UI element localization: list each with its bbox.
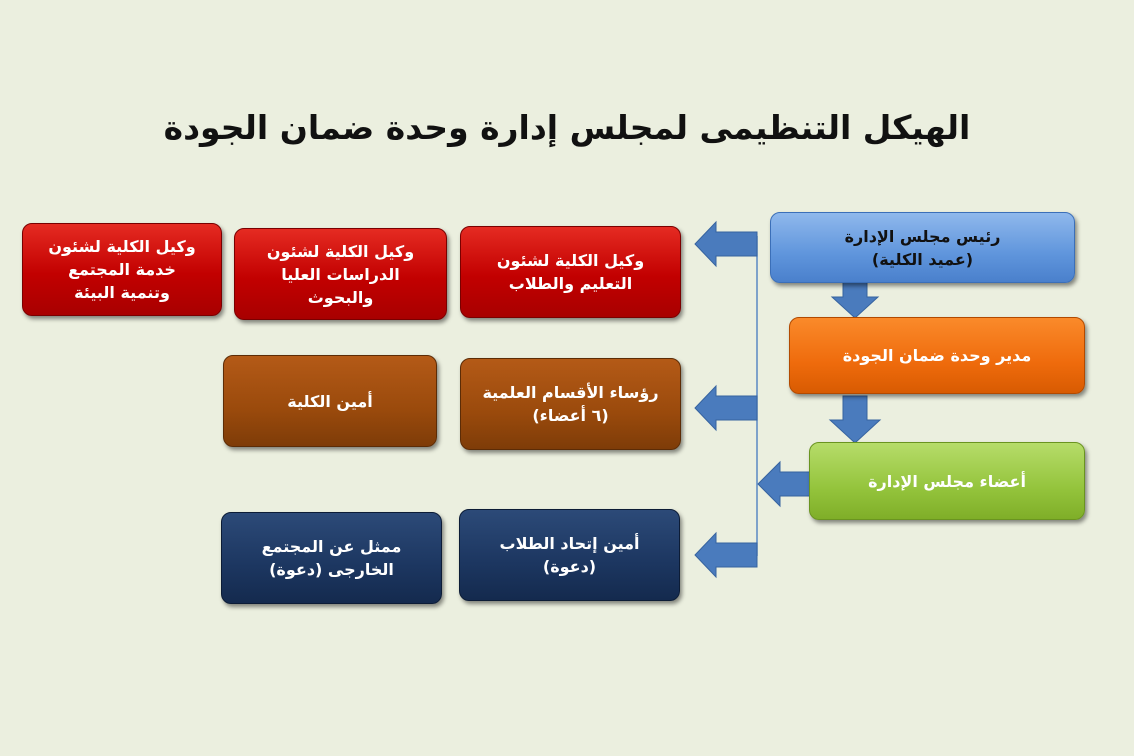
members-box: أعضاء مجلس الإدارة bbox=[809, 442, 1085, 520]
vice-graduate-box: وكيل الكلية لشئون الدراسات العليا والبحو… bbox=[234, 228, 447, 320]
down-arrow-icon bbox=[830, 281, 880, 319]
chart-title: الهيكل التنظيمى لمجلس إدارة وحدة ضمان ال… bbox=[163, 108, 971, 147]
vice-education-box: وكيل الكلية لشئون التعليم والطلاب bbox=[460, 226, 681, 318]
vice-education-line2: التعليم والطلاب bbox=[508, 274, 633, 293]
dept-heads-line2: (٦ أعضاء) bbox=[532, 406, 609, 425]
community-rep-line2: الخارجى (دعوة) bbox=[269, 560, 394, 579]
chairman-title: رئيس مجلس الإدارة bbox=[844, 226, 1001, 246]
student-union-line1: أمين إتحاد الطلاب bbox=[499, 534, 640, 553]
members-title: أعضاء مجلس الإدارة bbox=[868, 471, 1026, 491]
vice-community-box: وكيل الكلية لشئون خدمة المجتمع وتنمية ال… bbox=[22, 223, 222, 316]
community-rep-line1: ممثل عن المجتمع bbox=[261, 537, 402, 556]
down-arrow-icon bbox=[828, 395, 882, 444]
director-title: مدير وحدة ضمان الجودة bbox=[842, 346, 1032, 365]
chairman-subtitle: (عميد الكلية) bbox=[871, 249, 974, 269]
left-arrow-icon bbox=[694, 220, 758, 268]
vice-graduate-line3: والبحوث bbox=[307, 287, 374, 307]
student-union-box: أمين إتحاد الطلاب (دعوة) bbox=[459, 509, 680, 601]
vice-community-line3: وتنمية البيئة bbox=[74, 283, 170, 302]
left-arrow-icon bbox=[694, 384, 758, 432]
director-box: مدير وحدة ضمان الجودة bbox=[789, 317, 1085, 394]
secretary-title: أمين الكلية bbox=[287, 391, 373, 411]
vice-community-line2: خدمة المجتمع bbox=[68, 260, 176, 279]
vice-graduate-line1: وكيل الكلية لشئون bbox=[266, 241, 415, 261]
vice-community-line1: وكيل الكلية لشئون bbox=[48, 237, 196, 256]
student-union-line2: (دعوة) bbox=[542, 557, 597, 576]
dept-heads-line1: رؤساء الأقسام العلمية bbox=[482, 383, 659, 402]
dept-heads-box: رؤساء الأقسام العلمية (٦ أعضاء) bbox=[460, 358, 681, 450]
community-rep-box: ممثل عن المجتمع الخارجى (دعوة) bbox=[221, 512, 442, 604]
left-arrow-icon bbox=[694, 531, 758, 579]
vice-graduate-line2: الدراسات العليا bbox=[281, 264, 400, 284]
left-arrow-icon bbox=[757, 460, 811, 508]
secretary-box: أمين الكلية bbox=[223, 355, 437, 447]
chairman-box: رئيس مجلس الإدارة (عميد الكلية) bbox=[770, 212, 1075, 283]
vice-education-line1: وكيل الكلية لشئون bbox=[496, 251, 645, 270]
